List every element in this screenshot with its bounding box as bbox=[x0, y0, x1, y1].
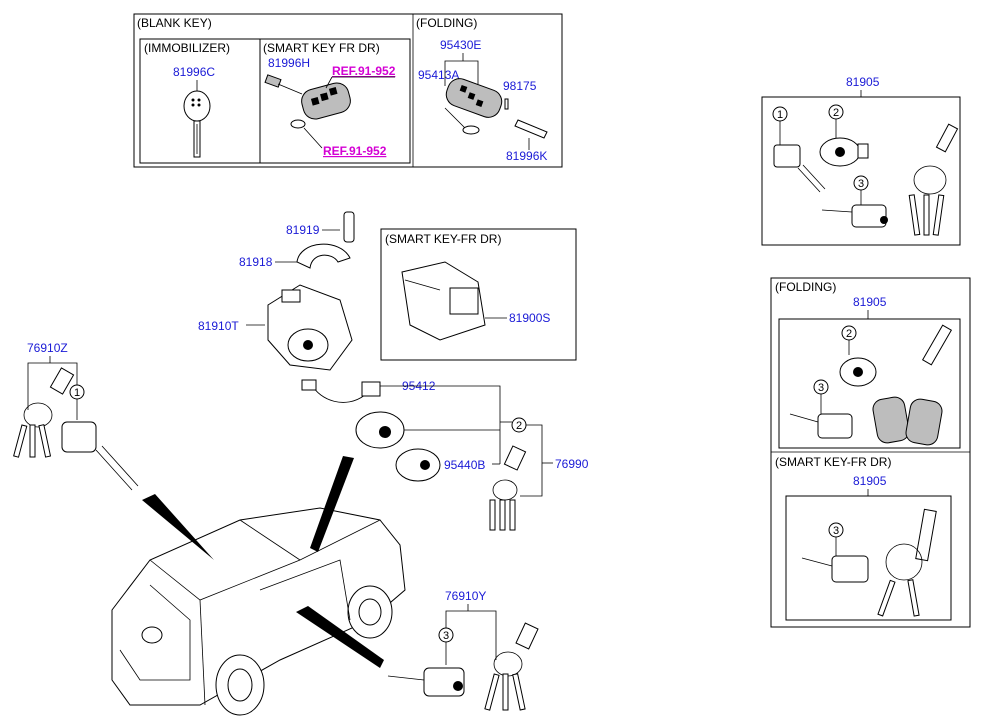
trunk-lock-icon bbox=[387, 667, 465, 697]
smart-key-fob-icon bbox=[301, 76, 395, 120]
folding-key-fob-icon bbox=[872, 324, 953, 446]
trunk-lock-icon bbox=[821, 204, 888, 228]
wiring-connector-icon bbox=[301, 379, 381, 403]
ignition-lock-icon bbox=[819, 137, 869, 167]
part-98175[interactable]: 98175 bbox=[503, 79, 537, 93]
part-81996H[interactable]: 81996H bbox=[268, 56, 310, 70]
callout-2-mid: 2 bbox=[516, 420, 522, 432]
door-key-set-76910Z: 76910Z 1 bbox=[13, 341, 139, 491]
smart-key-module-icon bbox=[401, 261, 486, 341]
part-81910T[interactable]: 81910T bbox=[198, 319, 239, 333]
ignition-lock-body-icon bbox=[267, 284, 353, 371]
callout-3-top: 3 bbox=[858, 178, 864, 190]
part-81905-smart[interactable]: 81905 bbox=[853, 474, 887, 488]
part-81905-folding[interactable]: 81905 bbox=[853, 295, 887, 309]
smart-key-ring-icon bbox=[877, 508, 937, 617]
smart-key-fr-dr-mid-caption: (SMART KEY-FR DR) bbox=[385, 232, 501, 246]
callout-3-bottom: 3 bbox=[443, 630, 449, 642]
blank-key-caption: (BLANK KEY) bbox=[137, 16, 212, 30]
part-95413A[interactable]: 95413A bbox=[418, 68, 459, 82]
immobilizer-caption: (IMMOBILIZER) bbox=[144, 41, 230, 55]
door-lock-cylinder-icon bbox=[61, 421, 139, 491]
folding-smart-key-panel: (FOLDING) 81905 2 3 (SMART KEY-FR DR) 81… bbox=[770, 277, 971, 628]
callout-2-top: 2 bbox=[833, 107, 839, 119]
smart-key-fr-dr-caption: (SMART KEY FR DR) bbox=[263, 41, 380, 55]
smart-key-fr-dr-right-caption: (SMART KEY-FR DR) bbox=[775, 455, 891, 469]
callout-2-folding: 2 bbox=[846, 328, 852, 340]
immobilizer-antenna-icon bbox=[355, 411, 405, 449]
reference-91-952-a[interactable]: REF.91-952 bbox=[332, 64, 396, 78]
blank-key-panel: (BLANK KEY) (IMMOBILIZER) (SMART KEY FR … bbox=[133, 13, 563, 168]
pointer-ignition bbox=[310, 456, 354, 552]
ignition-assembly: 81919 81918 81910T (SMART KEY-FR DR) 819… bbox=[198, 211, 589, 531]
part-76910Z[interactable]: 76910Z bbox=[27, 341, 68, 355]
folding-caption: (FOLDING) bbox=[416, 16, 477, 30]
callout-1-left: 1 bbox=[74, 387, 80, 399]
callout-3-folding: 3 bbox=[818, 382, 824, 394]
key-ring-icon bbox=[489, 445, 527, 531]
part-76910Y[interactable]: 76910Y bbox=[445, 589, 486, 603]
pointer-tailgate bbox=[296, 606, 384, 668]
pointer-left-door bbox=[142, 494, 214, 560]
part-95440B[interactable]: 95440B bbox=[444, 458, 485, 472]
part-81905-top[interactable]: 81905 bbox=[846, 75, 880, 89]
key-ring-icon bbox=[908, 123, 959, 236]
callout-3-smart: 3 bbox=[833, 525, 839, 537]
part-81996C[interactable]: 81996C bbox=[173, 65, 215, 79]
part-81919[interactable]: 81919 bbox=[286, 223, 320, 237]
part-81900S[interactable]: 81900S bbox=[509, 311, 550, 325]
part-76990[interactable]: 76990 bbox=[555, 457, 589, 471]
callout-1-top: 1 bbox=[777, 109, 783, 121]
coin-battery-icon bbox=[290, 119, 323, 149]
blank-key-icon bbox=[183, 80, 211, 158]
folding-key-icon bbox=[444, 78, 548, 150]
key-ring-icon bbox=[484, 622, 539, 711]
lock-set-81905-panel: 81905 1 2 3 bbox=[761, 75, 961, 246]
part-81996K[interactable]: 81996K bbox=[506, 149, 547, 163]
folding-right-caption: (FOLDING) bbox=[775, 280, 836, 294]
part-95430E[interactable]: 95430E bbox=[440, 38, 481, 52]
door-key-set-76910Y: 76910Y 3 bbox=[387, 589, 539, 711]
part-81918[interactable]: 81918 bbox=[239, 255, 273, 269]
door-lock-cylinder-icon bbox=[773, 144, 826, 193]
emergency-key-blade-icon bbox=[264, 74, 303, 95]
key-reader-coil-icon bbox=[395, 448, 441, 482]
vehicle-suv-icon bbox=[111, 507, 406, 716]
key-ring-icon bbox=[13, 367, 75, 458]
reference-91-952-b[interactable]: REF.91-952 bbox=[323, 144, 387, 158]
